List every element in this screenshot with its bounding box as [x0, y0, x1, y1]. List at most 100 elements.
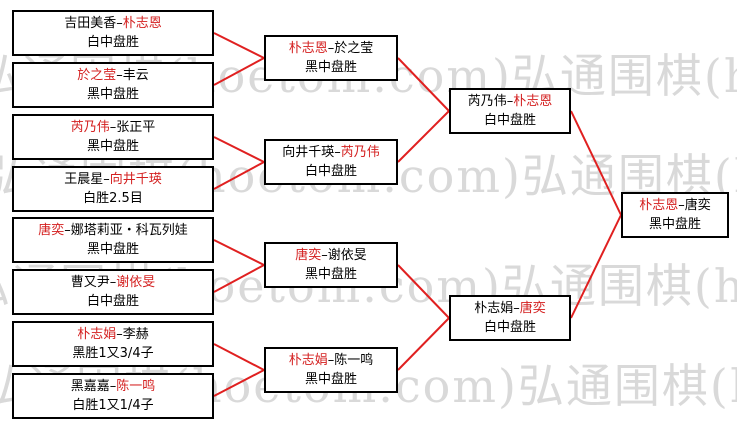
player-2-name: 丰云	[122, 68, 149, 83]
match-box-round2-1: 朴志恩–於之莹 黑中盘胜	[264, 35, 398, 81]
player-2-name: 陈一鸣	[116, 379, 156, 394]
connector-line	[213, 32, 265, 59]
matchup: 朴志娟–唐奕	[474, 299, 546, 318]
matchup: 王晨星–向井千瑛	[64, 170, 162, 189]
player-2-name: 朴志恩	[122, 16, 162, 31]
match-box-round1-1: 吉田美香–朴志恩 白中盘胜	[12, 10, 214, 56]
matchup: 唐奕–谢依旻	[295, 246, 367, 265]
connector-line	[213, 343, 265, 371]
player-2-name: 朴志恩	[513, 94, 553, 109]
player-2-name: 唐奕	[684, 198, 711, 213]
result-text: 白中盘胜	[304, 164, 357, 179]
matchup: 朴志恩–唐奕	[639, 196, 711, 215]
result-text: 黑中盘胜	[86, 87, 139, 102]
player-1-name: 朴志娟	[474, 301, 514, 316]
player-2-name: 谢依旻	[327, 248, 367, 263]
result-text: 黑中盘胜	[304, 267, 357, 282]
result-text: 白胜2.5目	[83, 191, 143, 206]
matchup: 唐奕–娜塔莉亚・科瓦列娃	[38, 221, 188, 240]
result-text: 白中盘胜	[86, 294, 139, 309]
separator: –	[116, 68, 123, 83]
connector-line	[213, 57, 265, 86]
match-box-final: 朴志恩–唐奕 黑中盘胜	[621, 192, 729, 238]
matchup: 朴志娟–李赫	[77, 325, 149, 344]
player-1-name: 於之莹	[77, 68, 117, 83]
player-2-name: 唐奕	[519, 301, 546, 316]
matchup: 朴志娟–陈一鸣	[289, 351, 374, 370]
separator: –	[103, 172, 110, 187]
player-1-name: 向井千瑛	[282, 145, 335, 160]
match-box-round2-3: 唐奕–谢依旻 黑中盘胜	[264, 242, 398, 288]
match-box-round2-4: 朴志娟–陈一鸣 黑中盘胜	[264, 347, 398, 393]
match-box-round3-1: 芮乃伟–朴志恩 白中盘胜	[449, 88, 571, 134]
connector-line	[213, 161, 265, 190]
separator: –	[116, 16, 123, 31]
player-1-name: 芮乃伟	[70, 120, 110, 135]
player-1-name: 唐奕	[295, 248, 322, 263]
separator: –	[109, 275, 117, 290]
match-box-round1-8: 黑嘉嘉–陈一鸣 白胜1又1/4子	[12, 373, 214, 419]
player-1-name: 唐奕	[38, 223, 65, 238]
connector-line	[570, 110, 622, 216]
player-1-name: 朴志恩	[288, 41, 328, 56]
player-1-name: 朴志娟	[288, 353, 328, 368]
match-box-round1-7: 朴志娟–李赫 黑胜1又3/4子	[12, 321, 214, 367]
player-1-name: 芮乃伟	[467, 94, 507, 109]
player-1-name: 曹又尹	[70, 275, 110, 290]
separator: –	[109, 120, 117, 135]
player-1-name: 朴志恩	[639, 198, 679, 213]
result-text: 白胜1又1/4子	[72, 398, 154, 413]
player-2-name: 芮乃伟	[340, 145, 380, 160]
connector-line	[213, 136, 265, 163]
connector-line	[397, 57, 450, 112]
result-text: 黑中盘胜	[304, 60, 357, 75]
result-text: 白中盘胜	[483, 320, 536, 335]
player-2-name: 张正平	[116, 120, 156, 135]
connector-line	[397, 110, 450, 163]
separator: –	[64, 223, 71, 238]
matchup: 芮乃伟–朴志恩	[468, 92, 553, 111]
separator: –	[116, 327, 123, 342]
connector-line	[213, 264, 265, 293]
separator: –	[109, 379, 117, 394]
match-box-round1-4: 王晨星–向井千瑛 白胜2.5目	[12, 166, 214, 212]
result-text: 白中盘胜	[483, 113, 536, 128]
result-text: 黑中盘胜	[86, 139, 139, 154]
connector-line	[213, 369, 265, 397]
matchup: 黑嘉嘉–陈一鸣	[71, 377, 156, 396]
result-text: 黑胜1又3/4子	[72, 346, 154, 361]
result-text: 黑中盘胜	[304, 372, 357, 387]
separator: –	[334, 145, 341, 160]
match-box-round1-6: 曹又尹–谢依旻 白中盘胜	[12, 269, 214, 315]
matchup: 吉田美香–朴志恩	[64, 14, 162, 33]
match-box-round1-2: 於之莹–丰云 黑中盘胜	[12, 62, 214, 108]
result-text: 黑中盘胜	[648, 217, 701, 232]
player-2-name: 向井千瑛	[109, 172, 162, 187]
matchup: 芮乃伟–张正平	[71, 118, 156, 137]
matchup: 向井千瑛–芮乃伟	[282, 143, 380, 162]
match-box-round2-2: 向井千瑛–芮乃伟 白中盘胜	[264, 139, 398, 185]
separator: –	[327, 353, 335, 368]
match-box-round3-2: 朴志娟–唐奕 白中盘胜	[449, 295, 571, 341]
result-text: 黑中盘胜	[86, 242, 139, 257]
connector-line	[213, 239, 265, 266]
player-2-name: 於之莹	[334, 41, 374, 56]
match-box-round1-5: 唐奕–娜塔莉亚・科瓦列娃 黑中盘胜	[12, 217, 214, 263]
connector-line	[570, 214, 622, 319]
matchup: 朴志恩–於之莹	[289, 39, 374, 58]
player-1-name: 黑嘉嘉	[70, 379, 110, 394]
separator: –	[513, 301, 520, 316]
separator: –	[678, 198, 685, 213]
match-box-round1-3: 芮乃伟–张正平 黑中盘胜	[12, 114, 214, 160]
separator: –	[327, 41, 335, 56]
separator: –	[506, 94, 514, 109]
player-2-name: 李赫	[122, 327, 149, 342]
matchup: 曹又尹–谢依旻	[71, 273, 156, 292]
connector-line	[397, 317, 450, 371]
player-2-name: 陈一鸣	[334, 353, 374, 368]
player-1-name: 朴志娟	[77, 327, 117, 342]
player-2-name: 娜塔莉亚・科瓦列娃	[70, 223, 188, 238]
matchup: 於之莹–丰云	[77, 66, 149, 85]
player-1-name: 王晨星	[64, 172, 104, 187]
connector-line	[397, 264, 450, 319]
